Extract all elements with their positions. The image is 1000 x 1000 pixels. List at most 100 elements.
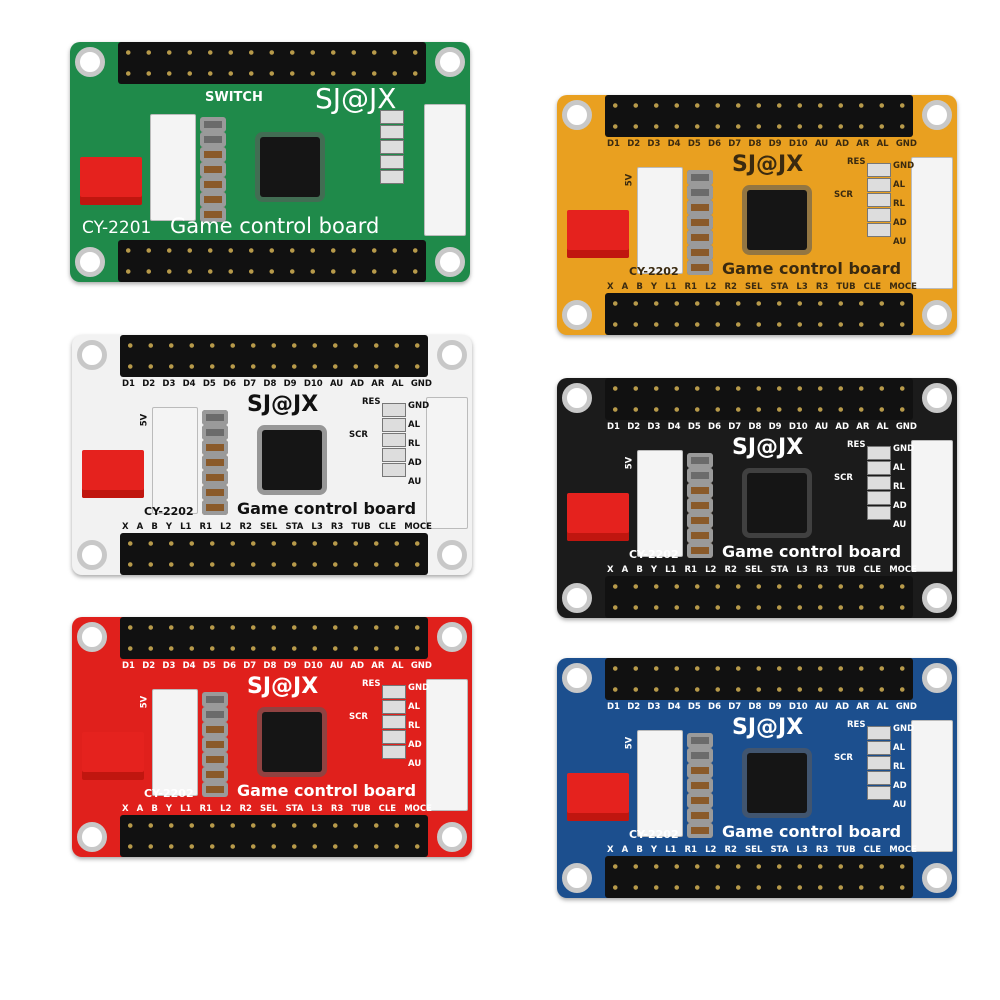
pin-label: MOCE — [404, 804, 432, 814]
capacitor — [202, 707, 228, 722]
microcontroller-chip — [747, 473, 807, 533]
capacitor — [687, 793, 713, 808]
capacitor — [687, 778, 713, 793]
led-indicator — [867, 461, 891, 475]
capacitor — [202, 485, 228, 500]
pin-label: AD — [835, 702, 850, 712]
pin-label: AD — [350, 379, 365, 389]
led-indicator — [867, 771, 891, 785]
pin-label: AR — [371, 661, 385, 671]
capacitor — [202, 410, 228, 425]
top-pin-header — [120, 617, 428, 659]
pin-label: SEL — [745, 565, 763, 575]
led-indicator — [382, 700, 406, 714]
capacitor — [687, 453, 713, 468]
right-connector — [911, 157, 953, 289]
pin-label: SEL — [260, 804, 278, 814]
pin-label: B — [151, 522, 158, 532]
pin-label: CLE — [863, 565, 882, 575]
5v-label: 5V — [624, 173, 635, 187]
mounting-hole — [922, 663, 952, 693]
led-indicator — [867, 223, 891, 237]
right-connector — [426, 679, 468, 811]
pin-label: D6 — [223, 379, 236, 389]
microcontroller-chip — [747, 190, 807, 250]
pin-label: D5 — [202, 661, 216, 671]
pin-label: D5 — [687, 139, 701, 149]
side-label: AD — [893, 501, 907, 511]
side-label: AU — [893, 237, 907, 247]
led-indicator — [382, 448, 406, 462]
capacitor — [202, 455, 228, 470]
pin-label: R3 — [330, 804, 344, 814]
pin-label: R2 — [724, 565, 737, 575]
pin-label: D9 — [768, 139, 782, 149]
pin-label: AR — [856, 422, 870, 432]
pin-label: AL — [876, 422, 889, 432]
pin-label: D1 — [607, 422, 620, 432]
capacitor — [687, 215, 713, 230]
pin-label: D1 — [122, 379, 135, 389]
led-indicator — [382, 715, 406, 729]
pin-label: X — [122, 522, 129, 532]
pin-label: GND — [410, 379, 432, 389]
top-pin-header — [605, 658, 913, 700]
pin-label: CLE — [863, 282, 882, 292]
pin-label: AL — [391, 661, 404, 671]
led-indicator — [867, 756, 891, 770]
pin-label: B — [636, 565, 643, 575]
pin-label: GND — [895, 139, 917, 149]
pin-label: A — [621, 565, 629, 575]
pin-label: TUB — [351, 804, 371, 814]
led-indicator — [382, 463, 406, 477]
5v-label: 5V — [624, 736, 635, 750]
pin-label: X — [607, 845, 614, 855]
pin-label: SEL — [745, 282, 763, 292]
pin-label: R3 — [815, 565, 829, 575]
led-indicator — [380, 170, 404, 184]
pin-label: L3 — [796, 845, 808, 855]
pin-label: D3 — [162, 379, 176, 389]
model-label: CY-2202 — [629, 548, 679, 561]
led-indicator — [382, 403, 406, 417]
pin-label: R1 — [684, 565, 697, 575]
pin-label: D6 — [708, 702, 721, 712]
capacitor — [687, 230, 713, 245]
capacitor — [200, 132, 226, 147]
pin-label: L1 — [180, 522, 192, 532]
capacitor — [687, 513, 713, 528]
pin-label: R1 — [199, 522, 212, 532]
mounting-hole — [75, 47, 105, 77]
led-indicator — [867, 741, 891, 755]
pin-label: D3 — [647, 422, 661, 432]
5v-label: 5V — [139, 695, 150, 709]
side-label: AL — [893, 743, 905, 753]
capacitor — [687, 823, 713, 838]
capacitor — [200, 117, 226, 132]
capacitor — [687, 528, 713, 543]
side-label: AL — [893, 180, 905, 190]
bottom-pin-header — [118, 240, 426, 282]
pin-label: CLE — [378, 804, 397, 814]
scr-label: SCR — [834, 190, 853, 200]
scr-label: SCR — [349, 712, 368, 722]
pin-label: D4 — [182, 379, 196, 389]
pin-label: GND — [895, 702, 917, 712]
board-title: Game control board — [722, 822, 902, 841]
led-indicator — [867, 163, 891, 177]
pin-label: AD — [350, 661, 365, 671]
pin-label: D2 — [627, 422, 641, 432]
mounting-hole — [922, 583, 952, 613]
brand-logo: SJ@JX — [315, 82, 397, 115]
pin-label: R3 — [815, 845, 829, 855]
scr-label: SCR — [834, 473, 853, 483]
led-indicator — [867, 726, 891, 740]
pin-label: D5 — [687, 702, 701, 712]
